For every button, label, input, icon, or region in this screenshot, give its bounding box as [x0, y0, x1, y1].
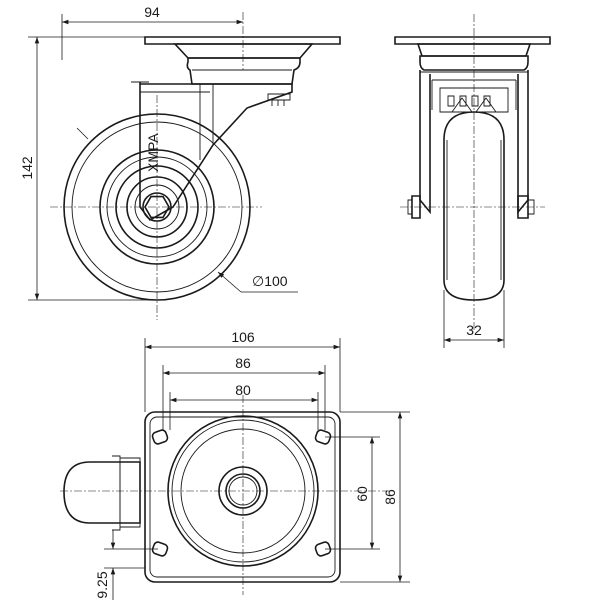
- dim-wheel-diameter: ∅100: [252, 273, 288, 289]
- dim-wheel-width: 32: [466, 322, 482, 338]
- side-fork: [139, 82, 293, 222]
- dim-offset: 9.25: [94, 571, 110, 598]
- dim-total-height: 142: [19, 156, 35, 180]
- top-wheel: [63, 461, 141, 524]
- front-view: [394, 14, 551, 330]
- side-bearing-ring: [173, 43, 314, 59]
- front-wheel: [443, 111, 505, 301]
- side-view: XMPA: [50, 12, 341, 320]
- top-dimensions: 106 86 80 60 86 9.25: [94, 329, 410, 600]
- front-axle-nut-right: [517, 195, 529, 219]
- dim-plate-length: 86: [382, 489, 398, 505]
- dim-hole-spacing-outer: 86: [235, 355, 251, 371]
- side-swivel-cap: [186, 57, 301, 85]
- front-fork: [419, 70, 529, 215]
- dim-side-width: 94: [144, 4, 160, 20]
- side-dimensions: 94 142 ∅100: [19, 4, 298, 301]
- front-dimensions: 32: [443, 290, 505, 348]
- top-view: [60, 395, 395, 595]
- top-mounting-plate: [144, 411, 341, 583]
- dim-plate-width: 106: [231, 329, 255, 345]
- side-top-plate: [144, 36, 341, 45]
- dim-hole-spacing-inner: 80: [235, 382, 251, 398]
- brand-mark: XMPA: [145, 133, 161, 172]
- front-top-plate: [394, 36, 551, 45]
- dim-hole-spacing-length: 60: [354, 486, 370, 502]
- top-mounting-slots: [151, 429, 332, 557]
